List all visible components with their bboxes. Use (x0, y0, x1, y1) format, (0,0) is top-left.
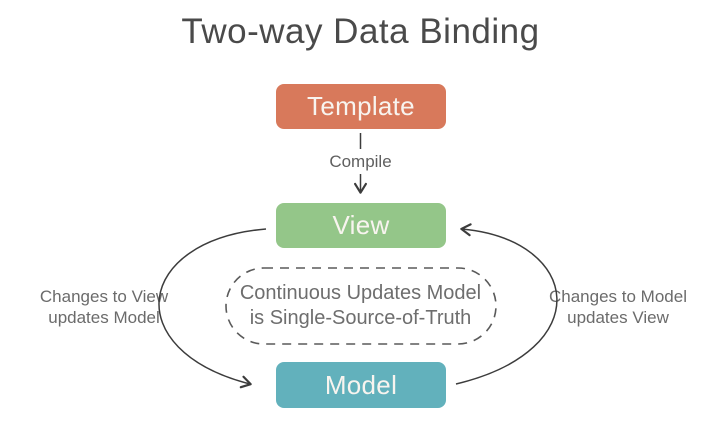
left-arrow-caption-line1: Changes to View (39, 287, 169, 306)
node-template: Template (276, 84, 446, 129)
node-view: View (276, 203, 446, 248)
right-arrow-caption: Changes to Model updates View (532, 286, 704, 328)
node-view-label: View (332, 210, 390, 240)
node-model: Model (276, 362, 446, 408)
left-arrow-caption: Changes to View updates Model (18, 286, 190, 328)
compile-arrow-label: Compile (329, 152, 392, 171)
node-template-label: Template (307, 91, 415, 121)
left-arrow-caption-line2: updates Model (48, 308, 160, 327)
right-arrow-caption-line1: Changes to Model (549, 287, 687, 306)
diagram-title: Two-way Data Binding (181, 12, 540, 51)
right-arrow-caption-line2: updates View (567, 308, 669, 327)
node-model-label: Model (324, 369, 398, 400)
